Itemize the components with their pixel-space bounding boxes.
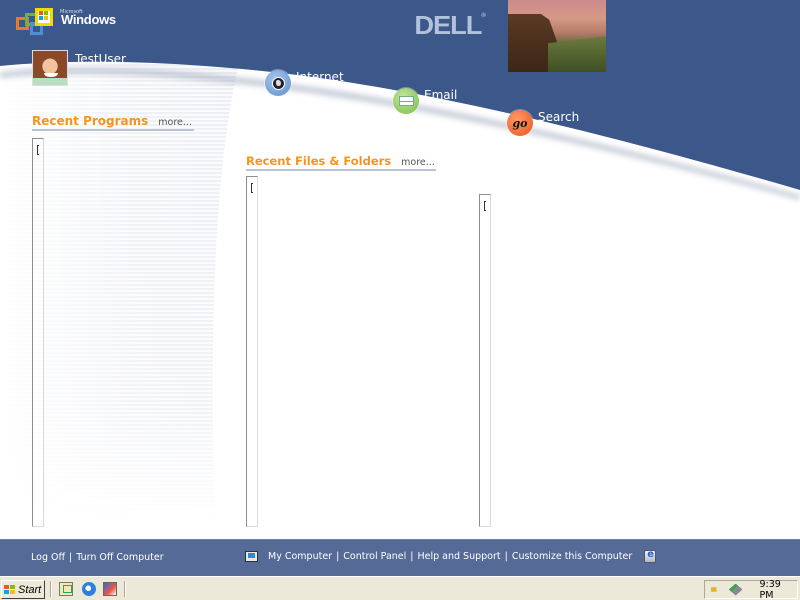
system-tray: 9:39 PM	[704, 578, 798, 600]
my-computer-link[interactable]: My Computer	[268, 551, 333, 562]
internet-explorer-icon[interactable]	[644, 549, 657, 563]
windows-media-icon[interactable]	[103, 582, 117, 596]
recent-programs-list[interactable]	[32, 138, 44, 527]
email-link[interactable]: Email	[393, 88, 457, 114]
recent-programs-header: Recent Programs more...	[32, 114, 194, 131]
recent-files-title[interactable]: Recent Files & Folders	[246, 154, 392, 168]
taskbar: Start 9:39 PM	[0, 576, 800, 600]
control-panel-link[interactable]: Control Panel	[343, 551, 407, 562]
recent-files-more-link[interactable]: more...	[401, 157, 435, 168]
dell-logo: DELL®	[414, 10, 486, 40]
background-wave	[0, 0, 800, 520]
clock[interactable]: 9:39 PM	[759, 578, 781, 600]
internet-label: Internet	[296, 70, 344, 84]
windows-logo-icon	[16, 8, 56, 40]
footer-bar: Log Off|Turn Off Computer My Computer| C…	[0, 539, 800, 576]
volume-icon[interactable]	[711, 584, 723, 595]
envelope-icon	[393, 88, 419, 114]
email-label: Email	[424, 88, 458, 102]
taskbar-grip[interactable]	[124, 581, 126, 597]
internet-explorer-icon[interactable]	[82, 582, 96, 596]
go-icon: go	[507, 110, 533, 136]
log-off-link[interactable]: Log Off	[31, 552, 66, 563]
recent-programs-more-link[interactable]: more...	[158, 117, 192, 128]
internet-link[interactable]: Internet	[265, 70, 344, 96]
customize-computer-link[interactable]: Customize this Computer	[511, 551, 633, 562]
user-name: TestUser	[75, 52, 126, 66]
help-and-support-link[interactable]: Help and Support	[417, 551, 501, 562]
my-computer-icon	[245, 551, 258, 562]
recent-files-list[interactable]	[246, 176, 258, 527]
windows-wordmark: Windows	[61, 12, 116, 27]
third-list[interactable]	[479, 194, 491, 527]
network-icon[interactable]	[728, 583, 743, 596]
search-link[interactable]: go Search	[507, 110, 579, 136]
user-avatar[interactable]	[32, 50, 68, 86]
recent-programs-title[interactable]: Recent Programs	[32, 114, 149, 128]
windows-flag-icon	[4, 584, 16, 595]
start-button[interactable]: Start	[1, 580, 45, 599]
microsoft-wordmark: Microsoft	[60, 9, 83, 15]
turn-off-computer-link[interactable]: Turn Off Computer	[76, 552, 164, 563]
start-label: Start	[18, 583, 42, 596]
landscape-photo	[508, 0, 606, 72]
taskbar-grip[interactable]	[50, 581, 52, 597]
search-label: Search	[538, 110, 580, 124]
show-desktop-icon[interactable]	[59, 582, 73, 596]
recent-files-header: Recent Files & Folders more...	[246, 154, 436, 171]
globe-icon	[265, 70, 291, 96]
